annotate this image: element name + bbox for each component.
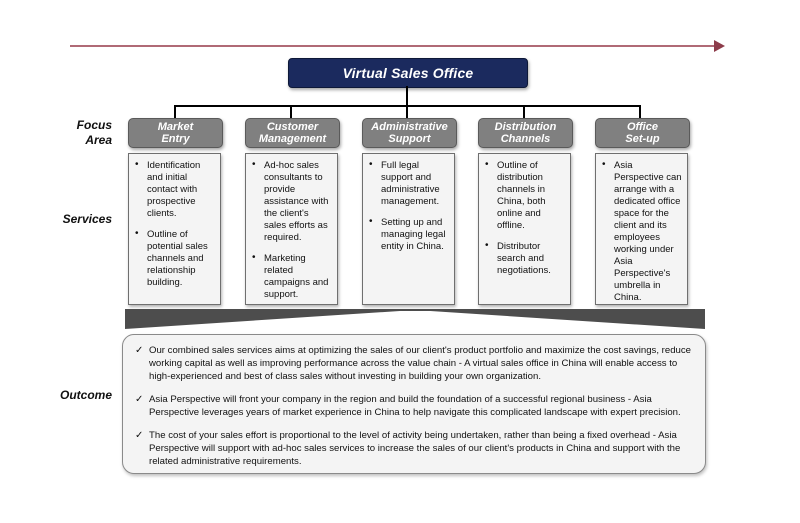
focus-box-label-line2: Set-up	[625, 133, 660, 145]
check-icon: ✓	[135, 430, 144, 441]
outcome-item-text: Asia Perspective will front your company…	[149, 394, 681, 418]
service-list-item: Marketing related campaigns and support.	[250, 252, 333, 301]
service-list-item: Distributor search and negotiations.	[483, 240, 566, 277]
row-label-focus-area: Focus Area	[20, 118, 112, 148]
service-list-item: Ad-hoc sales consultants to provide assi…	[250, 159, 333, 244]
focus-box-office-set-up[interactable]: Office Set-up	[595, 118, 690, 148]
row-label-focus-area-line1: Focus	[76, 118, 112, 132]
focus-box-label-line2: Entry	[161, 133, 190, 145]
row-label-services: Services	[62, 212, 112, 226]
focus-box-label-line2: Channels	[500, 133, 551, 145]
connector-drop-2	[290, 105, 292, 118]
connector-drop-1	[174, 105, 176, 118]
service-list-item: Outline of potential sales channels and …	[133, 228, 216, 289]
outcome-list-item: ✓ Our combined sales services aims at op…	[135, 344, 691, 383]
service-list: Identification and initial contact with …	[133, 159, 216, 289]
outcome-item-text: Our combined sales services aims at opti…	[149, 345, 691, 382]
service-list: Ad-hoc sales consultants to provide assi…	[250, 159, 333, 301]
check-icon: ✓	[135, 394, 144, 405]
connector-drop-4	[523, 105, 525, 118]
funnel-triangle-icon	[125, 310, 705, 329]
connector-drop-5	[639, 105, 641, 118]
service-list: Full legal support and administrative ma…	[367, 159, 450, 253]
focus-box-market-entry[interactable]: Market Entry	[128, 118, 223, 148]
outcome-list-item: ✓ Asia Perspective will front your compa…	[135, 393, 691, 419]
service-list-item: Setting up and managing legal entity in …	[367, 216, 450, 253]
focus-box-distribution-channels[interactable]: Distribution Channels	[478, 118, 573, 148]
service-list: Asia Perspective can arrange with a dedi…	[600, 159, 683, 304]
connector-trunk	[406, 86, 408, 106]
arrow-right-icon	[714, 40, 725, 52]
service-list-item: Outline of distribution channels in Chin…	[483, 159, 566, 232]
focus-box-administrative-support[interactable]: Administrative Support	[362, 118, 457, 148]
service-list: Outline of distribution channels in Chin…	[483, 159, 566, 277]
service-list-item: Identification and initial contact with …	[133, 159, 216, 220]
service-box-administrative-support: Full legal support and administrative ma…	[362, 153, 455, 305]
focus-box-label-line1: Distribution	[494, 120, 557, 133]
outcome-list-item: ✓ The cost of your sales effort is propo…	[135, 429, 691, 468]
service-list-item: Full legal support and administrative ma…	[367, 159, 450, 208]
service-box-office-set-up: Asia Perspective can arrange with a dedi…	[595, 153, 688, 305]
focus-box-label-line1: Market	[157, 120, 194, 133]
service-list-item: Asia Perspective can arrange with a dedi…	[600, 159, 683, 304]
focus-box-label-line1: Customer	[266, 120, 319, 133]
check-icon: ✓	[135, 345, 144, 356]
row-label-outcome: Outcome	[59, 388, 112, 402]
focus-box-customer-management[interactable]: Customer Management	[245, 118, 340, 148]
outcome-panel: ✓ Our combined sales services aims at op…	[122, 334, 706, 474]
service-box-customer-management: Ad-hoc sales consultants to provide assi…	[245, 153, 338, 305]
outcome-item-text: The cost of your sales effort is proport…	[149, 430, 681, 467]
diagram-title-box: Virtual Sales Office	[288, 58, 528, 88]
connector-drop-3	[406, 105, 408, 118]
row-label-focus-area-line2: Area	[85, 133, 112, 147]
timeline-arrow-line	[70, 45, 715, 47]
service-box-market-entry: Identification and initial contact with …	[128, 153, 221, 305]
focus-box-label-line1: Administrative	[371, 120, 448, 133]
service-box-distribution-channels: Outline of distribution channels in Chin…	[478, 153, 571, 305]
focus-box-label-line2: Management	[258, 133, 327, 145]
focus-box-label-line1: Office	[627, 120, 658, 133]
focus-box-label-line2: Support	[388, 133, 431, 145]
